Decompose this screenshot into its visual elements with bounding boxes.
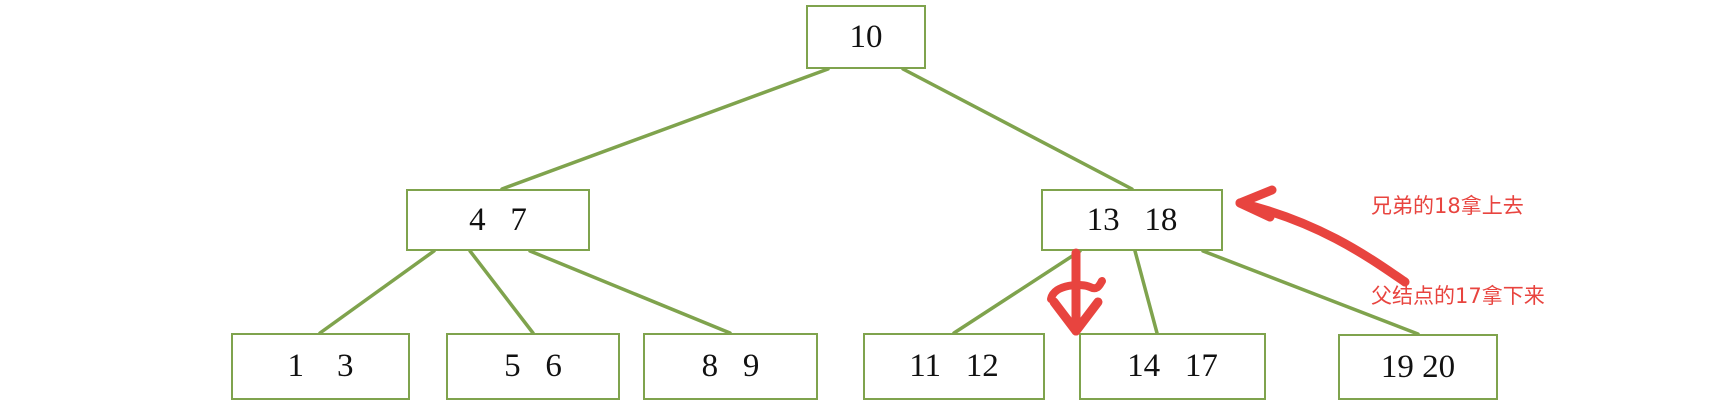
btree-node-l56: 5 6 — [446, 333, 620, 400]
btree-node-label: 5 6 — [504, 348, 562, 384]
down-arrow-head-icon — [1049, 297, 1103, 336]
btree-node-root: 10 — [806, 5, 926, 69]
tree-edge-n47-to-l56 — [468, 249, 535, 335]
btree-node-label: 19 20 — [1380, 348, 1456, 385]
btree-node-label: 4 7 — [469, 201, 527, 238]
btree-node-l1112: 11 12 — [863, 333, 1045, 400]
curved-arrow-to-parent-node — [1235, 185, 1410, 287]
btree-node-label: 8 9 — [701, 348, 760, 384]
btree-node-label: 13 18 — [1086, 201, 1178, 238]
btree-node-l1417: 14 17 — [1079, 333, 1266, 400]
btree-node-n47: 4 7 — [406, 189, 590, 251]
btree-node-label: 14 17 — [1127, 348, 1218, 384]
btree-node-n1318: 13 18 — [1041, 189, 1223, 251]
curved-arrow-shaft — [1235, 198, 1410, 287]
btree-node-l13: 1 3 — [231, 333, 410, 400]
tree-edge-n1318-to-l1417 — [1133, 249, 1159, 335]
btree-node-label: 11 12 — [909, 348, 999, 384]
down-arrow-to-leaf-node — [1047, 248, 1106, 336]
btree-node-label: 10 — [849, 18, 883, 55]
btree-node-l1920: 19 20 — [1338, 334, 1498, 400]
curved-arrow-head-icon — [1235, 185, 1277, 222]
tree-edge-n47-to-l89 — [528, 249, 732, 335]
btree-node-label: 1 3 — [287, 348, 354, 384]
tree-edge-n47-to-l13 — [318, 249, 436, 335]
tree-edge-root-to-n1318 — [901, 67, 1134, 191]
tree-edges — [318, 67, 1420, 336]
down-arrow-hook-stroke — [1047, 277, 1106, 303]
tree-edge-n1318-to-l1112 — [952, 249, 1082, 335]
annotation-line-1: 兄弟的18拿上去 — [1371, 194, 1524, 218]
btree-node-l89: 8 9 — [643, 333, 818, 400]
annotation-line-2: 父结点的17拿下来 — [1371, 284, 1545, 308]
tree-edge-root-to-n47 — [500, 67, 830, 191]
annotation-text-block: 兄弟的18拿上去 父结点的17拿下来 — [1371, 131, 1545, 371]
tree-edge-n1318-to-l1920 — [1201, 249, 1420, 336]
